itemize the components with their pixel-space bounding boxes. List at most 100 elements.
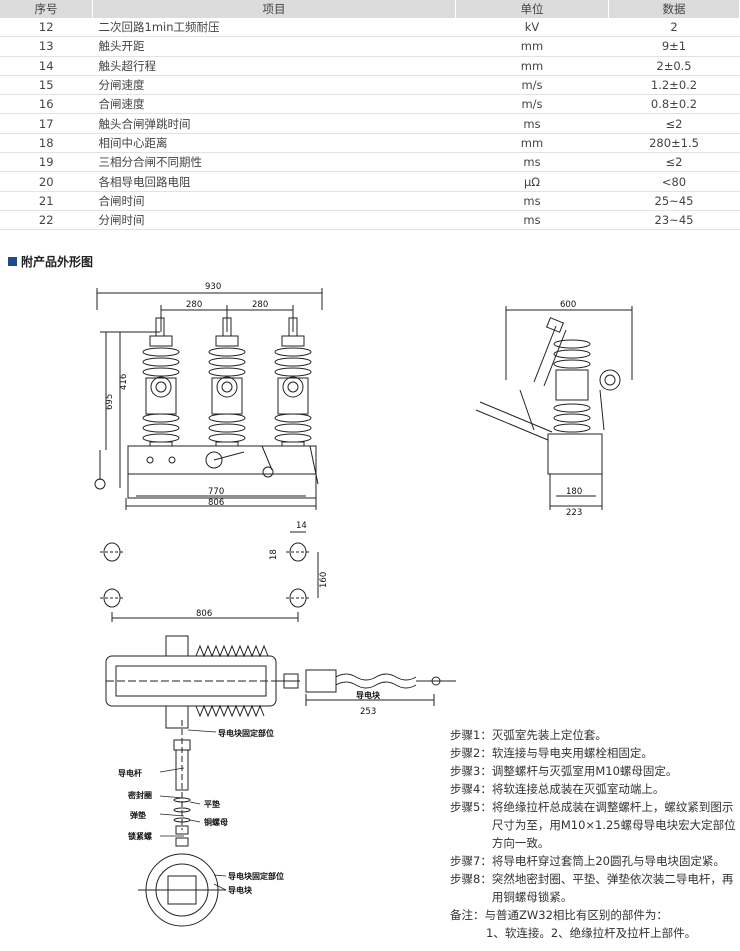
dim-180: 180 <box>566 487 582 497</box>
cell-unit: μΩ <box>455 171 609 192</box>
cell-unit: m/s <box>455 75 609 96</box>
label-fixed-position-2: 导电块固定部位 <box>228 871 284 881</box>
step-item: 步骤3：调整螺杆与灭弧室用M10螺母固定。 <box>450 762 740 780</box>
col-header-unit: 单位 <box>455 0 609 18</box>
cell-item: 触头开距 <box>92 36 456 57</box>
table-header-row: 序号 项目 单位 数据 <box>0 0 740 18</box>
dim-930: 930 <box>205 282 221 292</box>
cell-unit: ms <box>455 152 609 173</box>
step-text: 将导电杆穿过套筒上20圆孔与导电块固定紧。 <box>491 854 725 868</box>
step-text: 灭弧室先装上定位套。 <box>491 728 607 742</box>
cell-no: 12 <box>0 18 93 38</box>
cell-unit: ms <box>455 191 609 211</box>
dim-806b: 806 <box>196 609 212 619</box>
dim-770: 770 <box>208 487 224 497</box>
label-spring-washer: 弹垫 <box>130 810 146 820</box>
mounting-holes <box>100 531 319 622</box>
step-text: 软连接与导电夹用螺栓相固定。 <box>491 746 653 760</box>
step-item: 备注：与普通ZW32相比有区别的部件为： <box>450 906 740 924</box>
col-header-data: 数据 <box>608 0 740 18</box>
col-header-no: 序号 <box>0 0 93 18</box>
col-header-item: 项目 <box>92 0 456 18</box>
step-item: 步骤7：将导电杆穿过套筒上20圆孔与导电块固定紧。 <box>450 852 740 870</box>
dim-600: 600 <box>560 300 576 310</box>
section-heading: 附产品外形图 <box>8 253 93 270</box>
dim-160: 160 <box>319 572 329 588</box>
label-flat-washer: 平垫 <box>204 799 220 809</box>
step-item: 步骤4：将软连接总成装在灭弧室动端上。 <box>450 780 740 798</box>
step-text: 1、软连接。2、绝缘拉杆及拉杆上部件。 <box>486 926 697 940</box>
label-conductor-block-bottom: 导电块 <box>228 885 253 895</box>
cell-item: 触头合闸弹跳时间 <box>92 113 456 134</box>
cell-data: 1.2±0.2 <box>608 75 740 96</box>
cell-unit: kV <box>455 18 609 38</box>
cell-data: 280±1.5 <box>608 133 740 154</box>
cell-item: 三相分合闸不同期性 <box>92 152 456 173</box>
cell-item: 二次回路1min工频耐压 <box>92 18 456 38</box>
step-text: 将绝缘拉杆总成装在调整螺杆上，螺纹紧到图示尺寸为至，用M10×1.25螺母导电块… <box>491 800 736 850</box>
step-text: 突然地密封圈、平垫、弹垫依次装二导电杆，再用铜螺母锁紧。 <box>491 872 734 904</box>
label-lock-nut: 锁紧螺 <box>128 831 152 841</box>
cell-no: 22 <box>0 210 93 231</box>
cell-no: 18 <box>0 133 93 154</box>
dim-280a: 280 <box>186 300 202 310</box>
label-sealing-ring: 密封圈 <box>127 790 152 800</box>
dim-18: 18 <box>269 549 279 560</box>
cell-data: ≤2 <box>608 113 740 134</box>
assembly-section <box>105 635 456 729</box>
dim-223: 223 <box>566 508 582 518</box>
cell-data: 2 <box>608 18 740 38</box>
cell-unit: mm <box>455 36 609 57</box>
cell-unit: m/s <box>455 94 609 115</box>
cell-item: 相间中心距离 <box>92 133 456 154</box>
dim-14: 14 <box>296 521 307 531</box>
side-view <box>475 306 633 510</box>
step-item: 步骤5：将绝缘拉杆总成装在调整螺杆上，螺纹紧到图示尺寸为至，用M10×1.25螺… <box>450 798 740 852</box>
step-key: 步骤2： <box>450 746 492 760</box>
step-key: 步骤3： <box>450 764 492 778</box>
front-view <box>94 288 323 510</box>
label-fixed-position: 导电块固定部位 <box>218 728 274 738</box>
cell-item: 各相导电回路电阻 <box>92 171 456 192</box>
cell-item: 合闸速度 <box>92 94 456 115</box>
section-title: 附产品外形图 <box>21 255 94 269</box>
step-key: 备注： <box>450 908 485 922</box>
cell-data: <80 <box>608 171 740 192</box>
step-key: 步骤7： <box>450 854 492 868</box>
dim-253: 253 <box>360 707 376 717</box>
step-item: 步骤2：软连接与导电夹用螺栓相固定。 <box>450 744 740 762</box>
cell-unit: mm <box>455 133 609 154</box>
cell-data: 2±0.5 <box>608 56 740 76</box>
cell-no: 14 <box>0 56 93 76</box>
exploded-view <box>138 720 226 927</box>
step-key <box>450 924 486 942</box>
cell-no: 17 <box>0 113 93 134</box>
dim-695: 695 <box>105 394 115 410</box>
cell-data: 25~45 <box>608 191 740 211</box>
cell-no: 21 <box>0 191 93 211</box>
cell-item: 触头超行程 <box>92 56 456 76</box>
cell-item: 分闸时间 <box>92 210 456 231</box>
step-key: 步骤4： <box>450 782 492 796</box>
dim-806: 806 <box>208 498 224 508</box>
step-text: 与普通ZW32相比有区别的部件为： <box>484 908 668 922</box>
cell-no: 20 <box>0 171 93 192</box>
cell-item: 分闸速度 <box>92 75 456 96</box>
cell-unit: ms <box>455 113 609 134</box>
step-item: 步骤8：突然地密封圈、平垫、弹垫依次装二导电杆，再用铜螺母锁紧。 <box>450 870 740 906</box>
label-copper-nut: 铜螺母 <box>204 817 228 827</box>
label-conductor-rod: 导电杆 <box>118 768 142 778</box>
section-marker-icon <box>8 257 17 266</box>
